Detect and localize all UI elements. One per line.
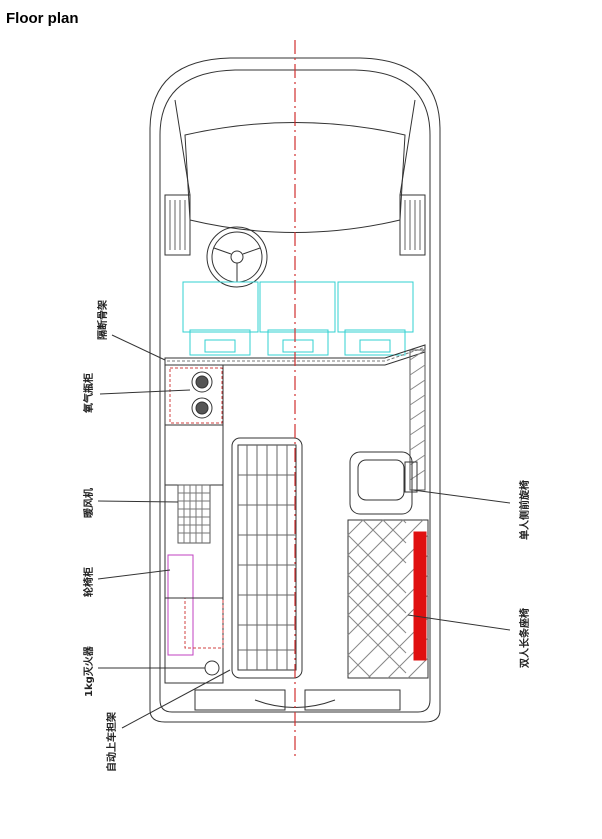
steering-wheel-icon — [206, 226, 268, 288]
label-heater: 暖风机 — [82, 488, 95, 518]
page-title: Floor plan — [6, 10, 79, 27]
label-partition-frame: 隔断骨架 — [96, 300, 109, 340]
oxygen-cabinet — [169, 367, 223, 424]
fire-extinguisher — [204, 660, 220, 676]
label-wheelchair-cabinet: 轮椅柜 — [82, 567, 95, 597]
front-seats — [182, 281, 414, 356]
auto-stretcher — [231, 437, 303, 679]
label-single-swivel-seat: 单人侧前旋椅 — [518, 480, 531, 540]
heater — [177, 484, 211, 544]
vehicle-outline — [149, 57, 441, 723]
wheelchair-cabinet — [167, 554, 194, 656]
single-swivel-seat — [349, 451, 418, 515]
label-double-bench-seat: 双人长条座椅 — [518, 608, 531, 668]
label-oxygen-cabinet: 氧气瓶柜 — [82, 373, 95, 414]
label-auto-stretcher: 自动上车担架 — [105, 712, 118, 772]
label-extinguisher: 1kg灭火器 — [83, 645, 95, 697]
